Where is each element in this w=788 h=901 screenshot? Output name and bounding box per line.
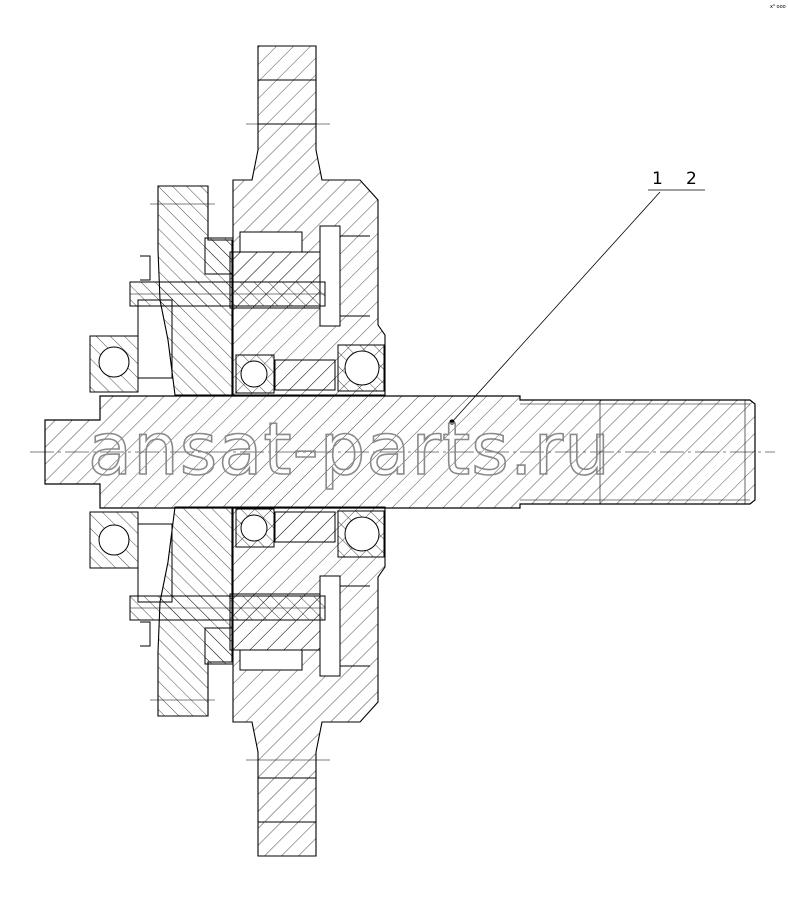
upper-planet-pin [129, 281, 326, 307]
callout-2: 2 [686, 169, 697, 189]
lower-gear-flange [232, 506, 386, 857]
shaft-bearings [235, 344, 385, 558]
leader-lines [449, 189, 705, 425]
main-shaft [44, 395, 756, 509]
lower-planet-pin [129, 595, 326, 621]
callout-1: 1 [652, 169, 663, 189]
corner-mark: x⁰ ooo [770, 4, 786, 10]
left-ball-bearings [89, 335, 139, 569]
upper-gear-flange [232, 45, 386, 396]
watermark: ansat-parts.ru [88, 407, 611, 491]
